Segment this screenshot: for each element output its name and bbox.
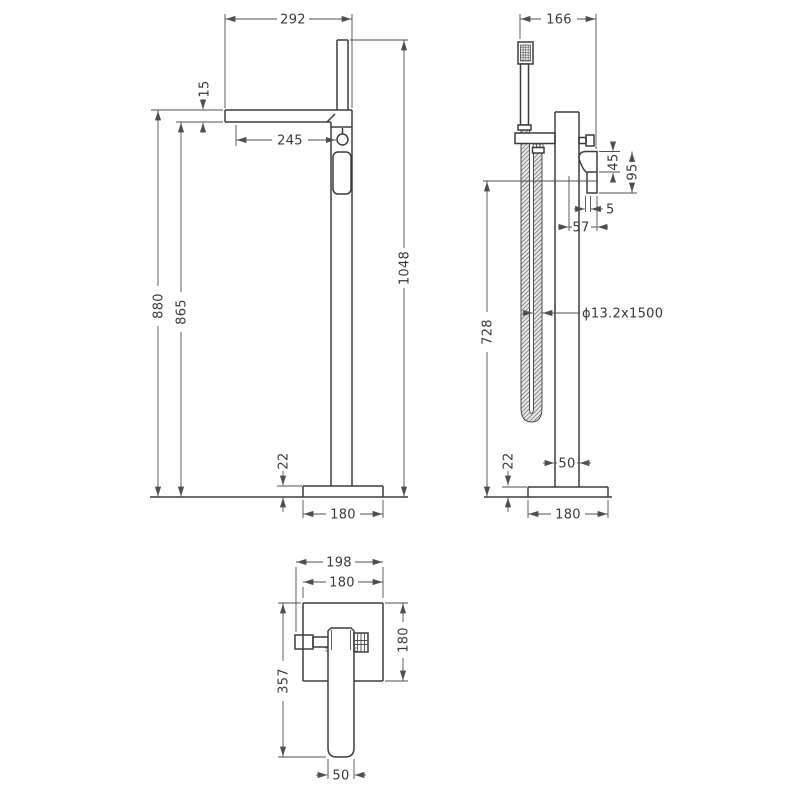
dim-side-base-width: 180 [527,500,609,523]
dim-label-22-front: 22 [277,452,292,469]
dim-front-tip-to-diverter: 245 [235,125,336,149]
dim-side-hose-spec: ϕ13.2x1500 [523,307,663,322]
dim-label-1048: 1048 [398,251,413,285]
dim-label-245: 245 [277,134,303,149]
dim-label-728: 728 [481,319,496,345]
dim-front-base-thickness: 22 [277,452,302,512]
dim-label-880: 880 [152,293,167,319]
dim-label-45: 45 [607,153,622,170]
dim-side-handle-height: 95 [599,151,641,194]
dim-label-22-side: 22 [502,452,517,469]
hand-shower-wand [519,63,530,126]
side-handle [578,150,598,194]
front-base-plate [302,485,384,497]
front-view: 292 15 245 880 865 [150,13,413,523]
dim-plan-plate-depth: 180 [385,602,412,682]
dim-label-865: 865 [175,299,190,325]
dim-front-overall-height: 1048 [350,39,413,497]
dim-side-handle-top-offset: 45 [599,141,622,183]
dim-plan-plate-width: 180 [302,576,383,598]
dim-label-292: 292 [280,13,306,28]
dim-front-base-width: 180 [302,500,384,523]
plan-valve-body [353,632,369,653]
hand-shower-face [520,44,531,62]
side-view: 166 45 95 5 [481,13,663,523]
dim-label-50-plan: 50 [332,769,349,784]
dim-label-357: 357 [277,668,292,694]
dim-front-spout-reach: 292 [224,13,353,108]
dim-side-overall-depth: 166 [519,13,597,149]
dim-label-180-front: 180 [330,508,356,523]
dim-plan-overall-depth: 357 [277,602,326,758]
plan-spout-bar [325,627,357,758]
hand-shower-cap [517,124,532,131]
dim-plan-spout-bar-width: 50 [316,759,366,784]
dim-label-180-side: 180 [555,508,581,523]
dim-plan-overall-width: 198 [295,556,384,632]
dim-label-15: 15 [198,80,213,97]
plan-handle [294,634,328,650]
dim-side-outlet-height: 728 [481,180,597,497]
dim-label-50-side: 50 [558,457,575,472]
shower-hose [520,129,543,423]
shower-holder-arm [514,132,556,145]
dim-side-base-thickness: 22 [502,452,527,512]
dim-front-height-spout-underside: 865 [175,121,223,497]
dim-front-height-spout-top: 880 [151,109,223,497]
dim-side-column-width: 50 [543,457,591,472]
front-lever-handle [336,39,349,110]
dim-label-166: 166 [546,13,572,28]
hand-shower [517,41,534,131]
front-spout [224,109,352,123]
plan-view: 198 180 357 180 [277,556,412,784]
hose-connector [531,143,545,154]
dim-side-outlet-lip: 5 [574,196,615,218]
side-diverter-stub [578,134,595,147]
front-control-plate [332,151,352,195]
front-column [330,110,353,486]
front-diverter-button [336,128,349,146]
dim-label-57: 57 [572,221,589,236]
dim-label-5: 5 [606,203,615,218]
dim-front-spout-thickness: 15 [198,80,213,133]
dim-label-95: 95 [626,163,641,180]
side-base-plate [527,486,609,497]
plan-wall-plate [302,602,384,682]
dim-label-198: 198 [326,556,352,571]
dim-label-hose: ϕ13.2x1500 [582,307,663,322]
dim-side-handle-projection: 57 [558,176,608,236]
dim-label-180-plan-right: 180 [397,627,412,653]
side-column [554,111,580,487]
dim-label-180-plan-top: 180 [329,576,355,591]
